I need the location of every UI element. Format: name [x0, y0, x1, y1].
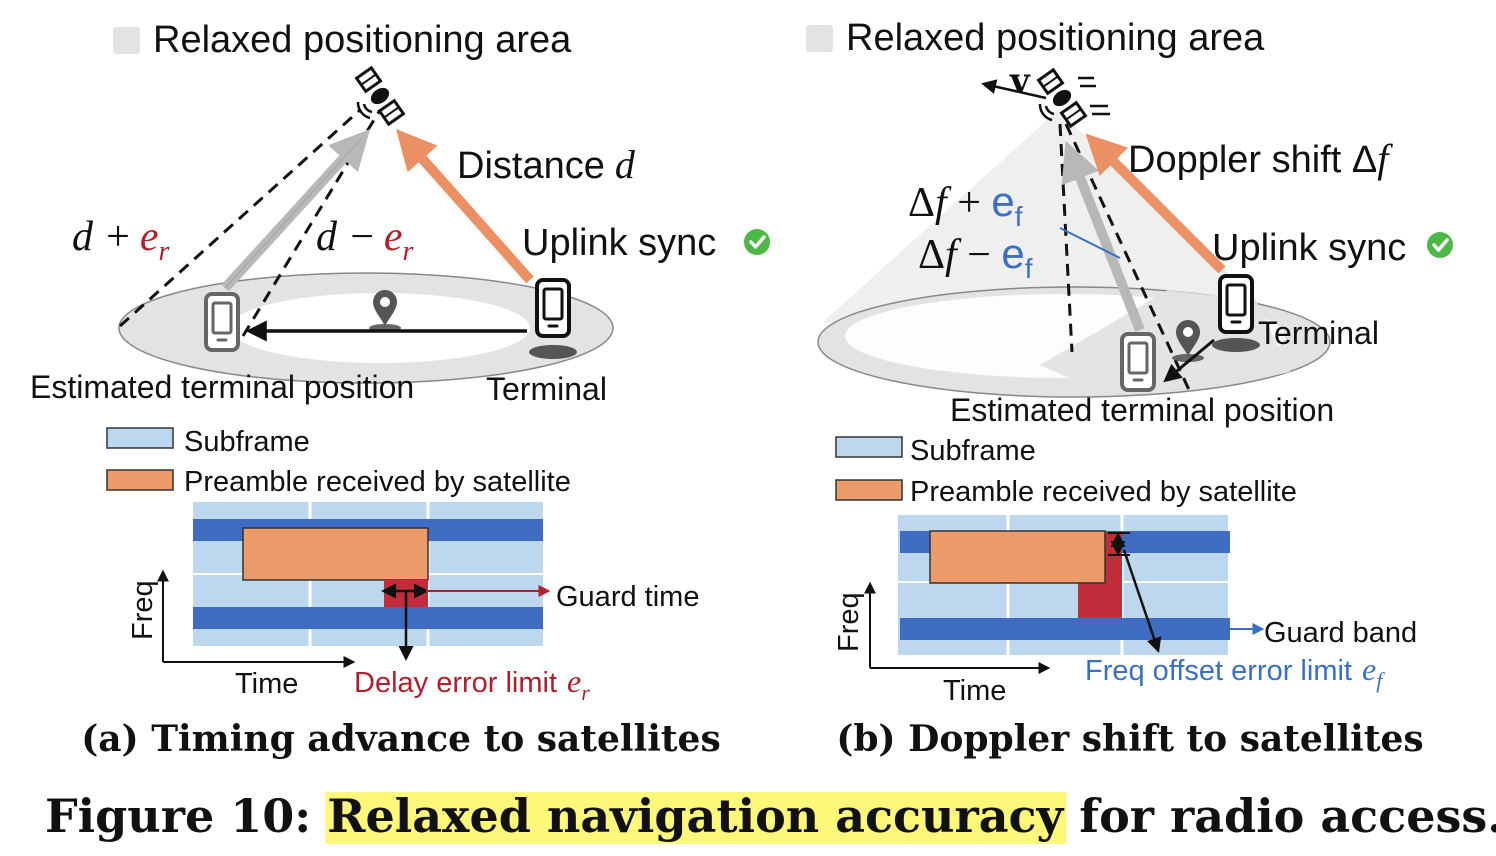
estimated-position-label-b: Estimated terminal position [950, 392, 1334, 428]
resource-grid-b [898, 515, 1230, 655]
guard-band-label: Guard band [1264, 617, 1417, 649]
estimated-phone-icon-b [1120, 332, 1156, 392]
check-icon [742, 227, 772, 257]
velocity-label: v [1009, 61, 1031, 101]
preamble-label-a: Preamble received by satellite [184, 466, 571, 498]
doppler-label: Doppler shift Δf [1128, 136, 1393, 181]
preamble-swatch-b [835, 479, 903, 501]
freq-error-pointer [1122, 549, 1162, 653]
terminal-label-a: Terminal [486, 371, 607, 407]
area-swatch-a [113, 27, 140, 54]
subframe-label-b: Subframe [910, 435, 1036, 467]
time-axis-label-b: Time [943, 675, 1006, 707]
uplink-arrow-b [1085, 133, 1226, 274]
subframe-swatch-b [835, 436, 903, 458]
error-bracket-line [1059, 227, 1121, 259]
dashed-line-plus-b [1058, 123, 1074, 353]
terminal-label-b: Terminal [1258, 315, 1379, 351]
velocity-arrow [981, 79, 1047, 100]
preamble-block-a [242, 527, 429, 581]
check-icon-b [1425, 230, 1455, 260]
uplink-sync-label-a: Uplink sync [522, 222, 716, 264]
motion-lines [1078, 76, 1110, 116]
plus-error-label-b: Δf + ef [908, 178, 1023, 232]
subframe-swatch-a [106, 427, 174, 449]
freq-axis-label-a: Freq [127, 580, 159, 640]
plus-error-label: d +er [72, 214, 170, 267]
freq-axis-label-b: Freq [833, 592, 865, 652]
subframe-label-a: Subframe [184, 426, 310, 458]
estimated-uplink-arrow-a [221, 129, 371, 292]
caption-a: (a) Timing advance to satellites [81, 718, 720, 760]
position-error-arrow-b [1163, 338, 1215, 383]
area-swatch-b [806, 25, 833, 52]
area-label-b: Relaxed positioning area [846, 17, 1265, 59]
terminal-shadow [529, 345, 577, 359]
minus-error-label: d −er [316, 214, 414, 267]
uplink-sync-label-b: Uplink sync [1212, 227, 1406, 269]
legend-area-b: Relaxed positioning area [806, 17, 1265, 59]
caption-highlight-text: Relaxed navigation accuracy [327, 789, 1064, 843]
terminal-phone-icon [535, 278, 571, 338]
guard-time-label: Guard time [556, 581, 699, 613]
legend-area-a: Relaxed positioning area [113, 19, 572, 61]
preamble-label-b: Preamble received by satellite [910, 476, 1297, 508]
estimated-phone-icon [204, 292, 240, 352]
preamble-swatch-a [106, 469, 174, 491]
area-label-a: Relaxed positioning area [153, 19, 572, 61]
panel-b: Relaxed positioning area v [806, 17, 1455, 760]
time-axis-label-a: Time [235, 668, 298, 700]
uplink-arrow-a [396, 129, 534, 284]
terminal-phone-icon-b [1218, 274, 1254, 334]
terminal-shadow-b [1212, 338, 1260, 352]
satellite-icon [355, 66, 405, 126]
dashed-line-plus-a [118, 108, 362, 328]
caption-b: (b) Doppler shift to satellites [836, 718, 1423, 760]
ground-ring-b [817, 286, 1331, 398]
resource-grid-a [193, 502, 543, 646]
minus-error-label-b: Δf − ef [918, 230, 1033, 284]
estimated-uplink-arrow-b [1061, 140, 1145, 332]
estimated-position-label-a: Estimated terminal position [30, 369, 414, 405]
caption-highlight [325, 792, 1067, 844]
preamble-block-b [929, 530, 1106, 584]
figure-caption: Figure 10: Relaxed navigation accuracy f… [45, 789, 1496, 843]
